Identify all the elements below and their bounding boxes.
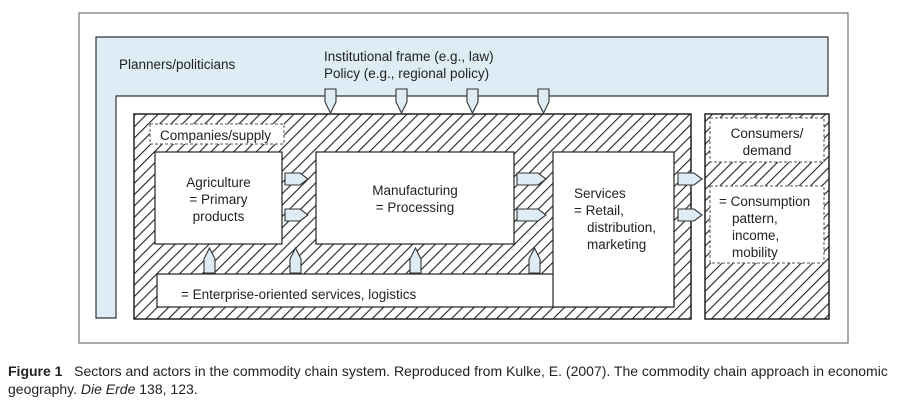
down-arrow-1: [324, 88, 337, 115]
enterprise-label: = Enterprise-oriented services, logistic…: [181, 287, 417, 302]
support-up-arrows: [203, 246, 541, 274]
policy-down-arrows: [324, 88, 550, 115]
companies-label: Companies/supply: [160, 128, 272, 143]
agriculture-line-3: products: [192, 209, 245, 224]
companies-label-box: [149, 123, 285, 145]
services-label: Services = Retail, distribution, marketi…: [574, 185, 674, 253]
services-line-3: distribution,: [587, 220, 657, 235]
planners-label: Planners/politicians: [119, 57, 236, 72]
right-arrow-agri-manu-1: [284, 172, 309, 186]
consumption-box: [709, 185, 825, 264]
manufacturing-line-2: = Processing: [375, 200, 455, 215]
right-arrow-manu-serv-1: [516, 172, 547, 186]
caption-text: Sectors and actors in the commodity chai…: [8, 363, 888, 397]
consumers-label: Consumers/ demand: [712, 125, 822, 159]
manufacturing-box: [315, 151, 515, 245]
manufacturing-label: Manufacturing = Processing: [336, 182, 494, 216]
services-line-1: Services: [574, 186, 626, 201]
up-arrow-3: [409, 246, 422, 274]
down-arrow-4: [537, 88, 550, 115]
right-arrow-agri-manu-2: [284, 208, 309, 222]
agriculture-label: Agriculture = Primary products: [160, 174, 277, 225]
right-arrow-serv-cons-1: [677, 172, 703, 186]
consumption-line-4: mobility: [732, 245, 778, 260]
services-line-4: marketing: [587, 237, 647, 252]
institutional-frame-label: Institutional frame (e.g., law): [324, 49, 494, 64]
flow-right-arrows: [284, 172, 703, 222]
down-arrow-3: [466, 88, 479, 115]
agriculture-line-1: Agriculture: [186, 175, 251, 190]
services-line-2: = Retail,: [574, 203, 624, 218]
right-arrow-manu-serv-2: [516, 208, 547, 222]
figure-caption: Figure 1 Sectors and actors in the commo…: [8, 362, 908, 398]
consumers-line-1: Consumers/: [730, 126, 804, 141]
up-arrow-1: [203, 246, 216, 274]
consumption-label: = Consumption pattern, income, mobility: [719, 193, 824, 261]
caption-label: Figure 1: [8, 363, 63, 379]
caption-text-end: 138, 123.: [135, 381, 198, 397]
services-box: [552, 151, 675, 308]
services-enterprise-join: [554, 272, 673, 276]
agriculture-line-2: = Primary: [189, 192, 248, 207]
planners-band: [95, 36, 829, 319]
down-arrow-2: [395, 88, 408, 115]
consumption-line-1: = Consumption: [719, 194, 811, 209]
right-arrow-serv-cons-2: [677, 208, 703, 222]
agriculture-box: [154, 151, 283, 245]
consumers-line-2: demand: [742, 143, 792, 158]
policy-label: Policy (e.g., regional policy): [324, 66, 490, 81]
manufacturing-line-1: Manufacturing: [372, 183, 458, 198]
up-arrow-2: [289, 246, 302, 274]
consumption-line-2: pattern,: [732, 211, 778, 226]
caption-journal: Die Erde: [80, 381, 136, 397]
consumers-label-box: [709, 117, 825, 163]
up-arrow-4: [528, 246, 541, 274]
consumption-line-3: income,: [732, 228, 780, 243]
